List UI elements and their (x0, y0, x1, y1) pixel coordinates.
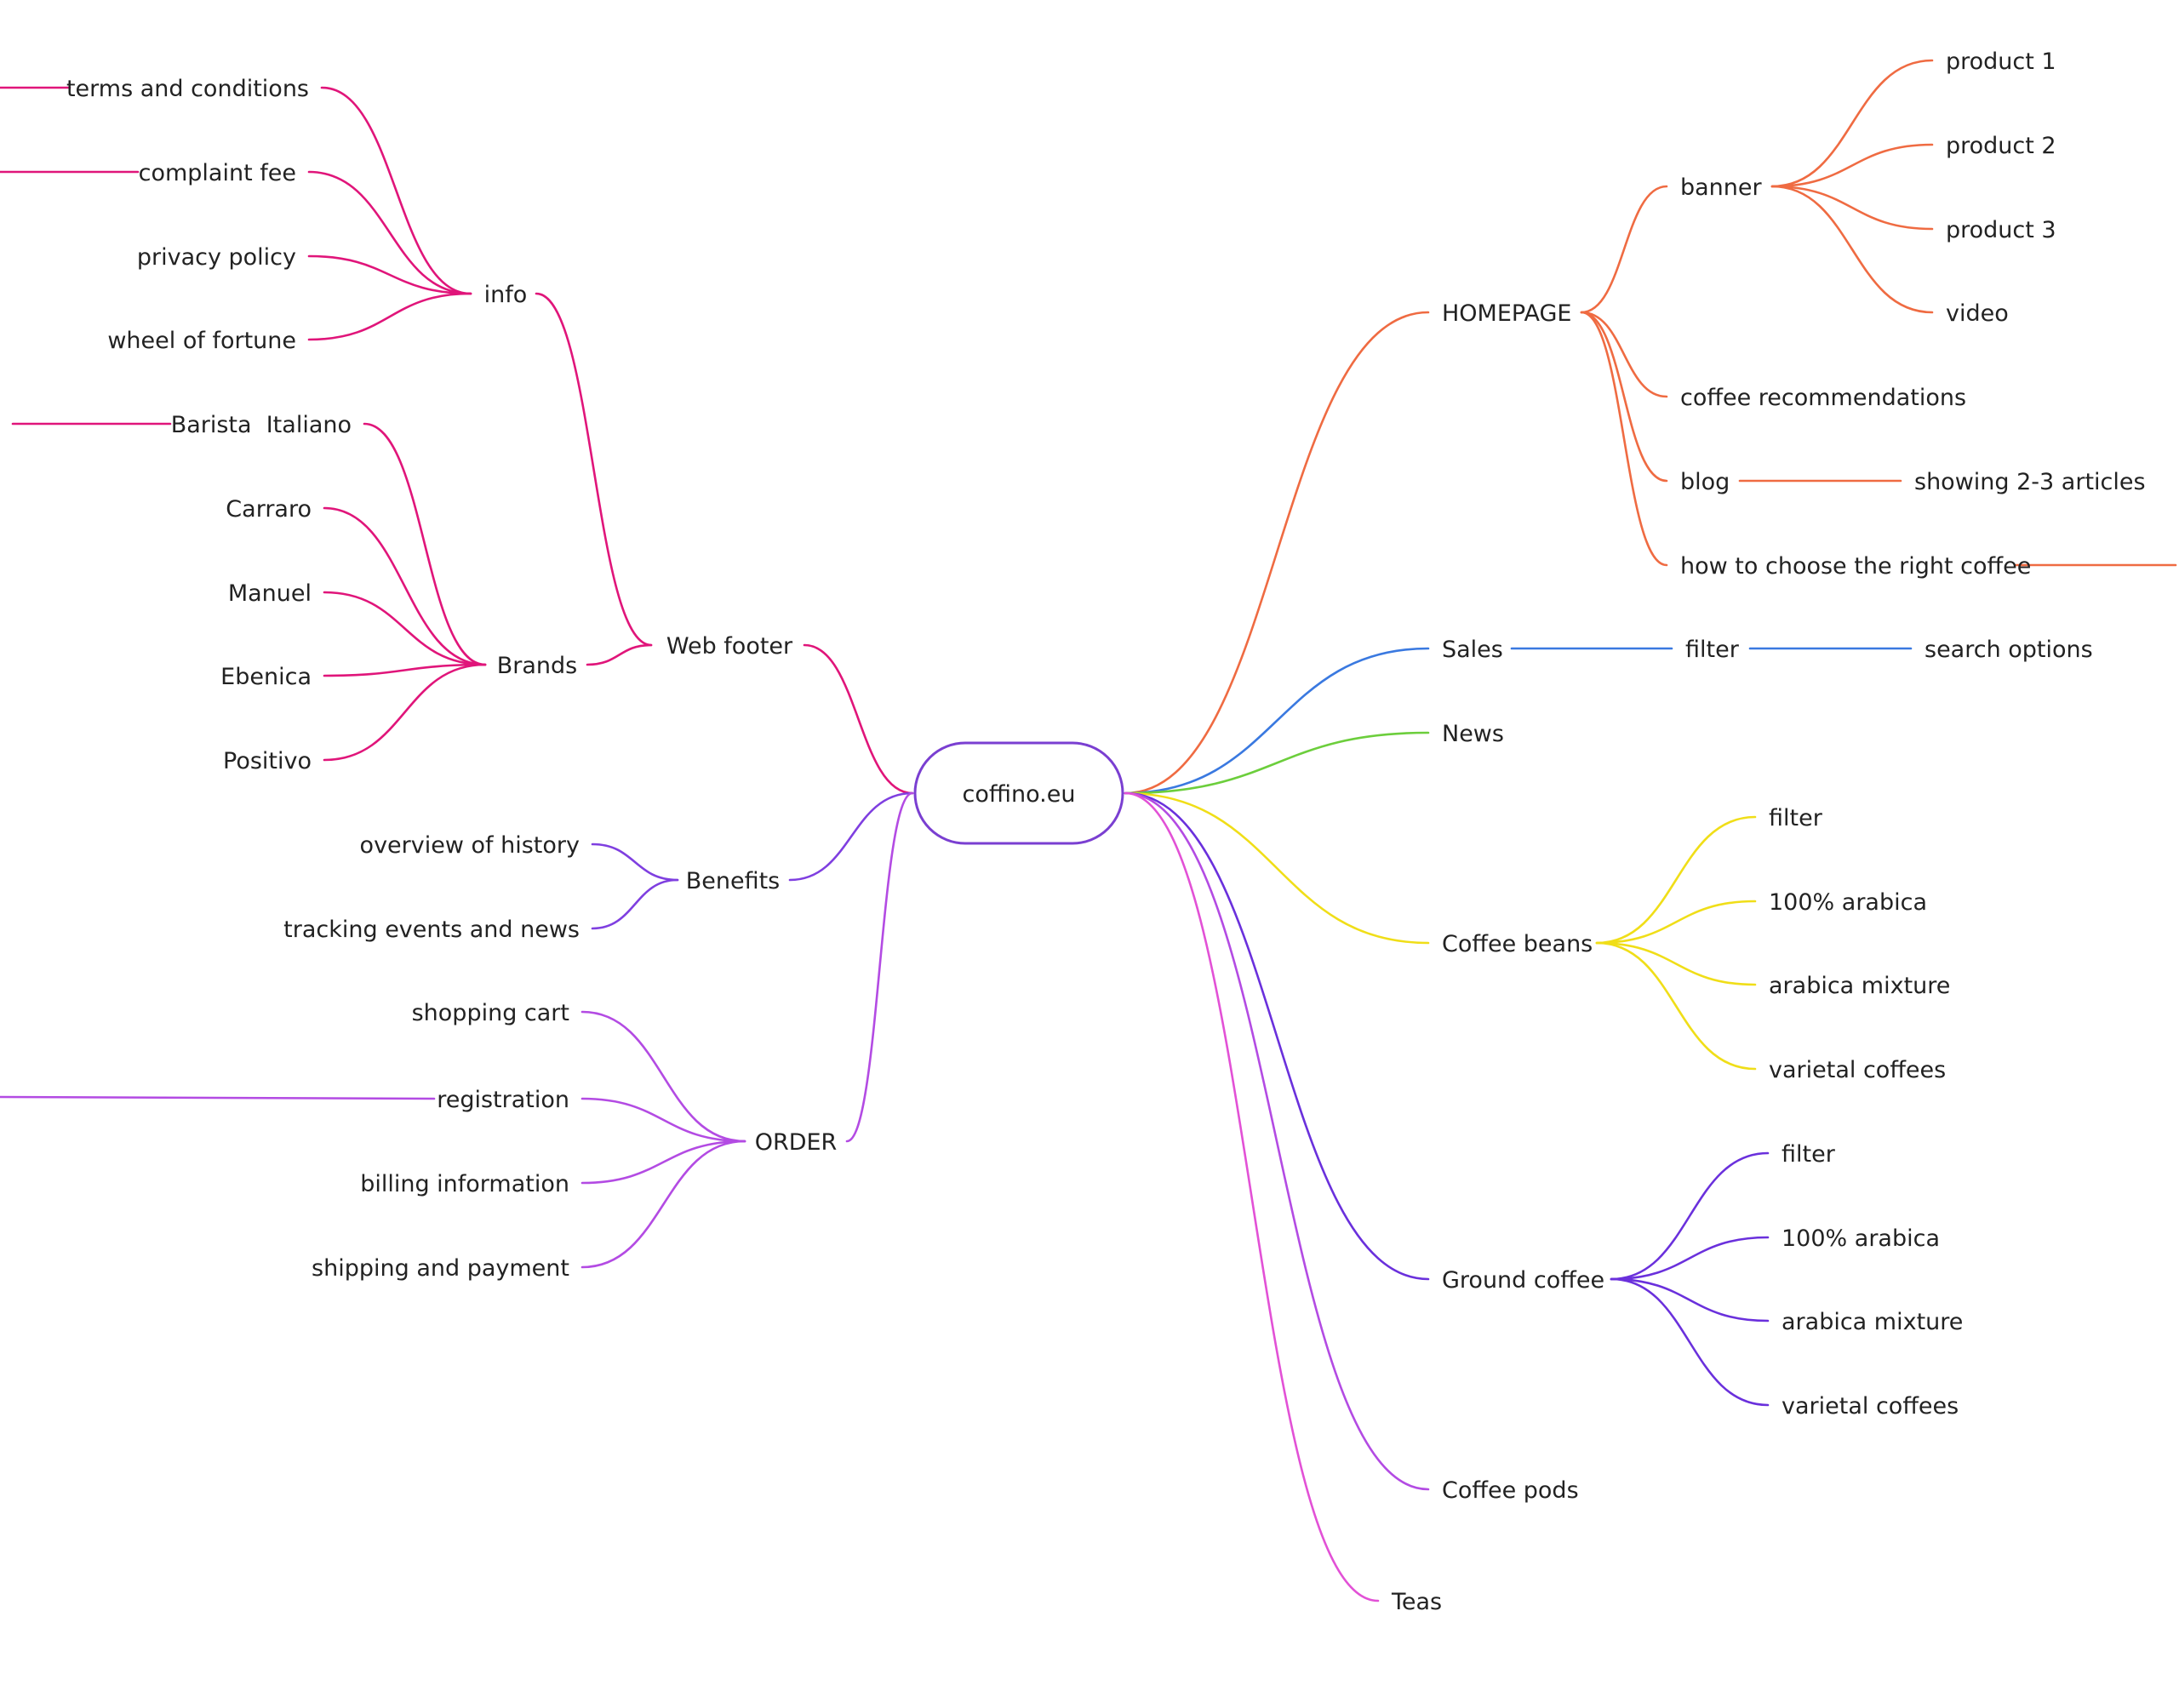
edge-beans-arabica (1595, 900, 1757, 945)
node-wheel[interactable]: wheel of fortune (107, 328, 296, 354)
edge-info-terms (320, 86, 472, 295)
edge-info-privacy (307, 254, 472, 295)
edge-root-ground (1124, 791, 1430, 1281)
edge-beans-varietal (1595, 941, 1757, 1071)
node-beans-filter[interactable]: filter (1769, 805, 1823, 831)
edge-brands-ebenica (323, 663, 487, 677)
node-pods[interactable]: Coffee pods (1442, 1477, 1579, 1504)
edge-ground-filter (1610, 1151, 1770, 1281)
node-benefits[interactable]: Benefits (686, 868, 781, 894)
edge-order-registration (580, 1097, 746, 1143)
node-blog[interactable]: blog (1680, 469, 1730, 495)
node-homepage[interactable]: HOMEPAGE (1442, 300, 1571, 327)
node-carraro[interactable]: Carraro (226, 496, 312, 523)
edge-homepage-recommend (1580, 311, 1668, 398)
node-ground-arabica[interactable]: 100% arabica (1782, 1225, 1940, 1252)
node-ground[interactable]: Ground coffee (1442, 1267, 1604, 1294)
node-product2[interactable]: product 2 (1946, 133, 2056, 159)
root-node[interactable]: coffino.eu (913, 741, 1124, 845)
edge-ground-varietal (1610, 1277, 1770, 1407)
node-privacy[interactable]: privacy policy (137, 244, 296, 271)
node-positivo[interactable]: Positivo (223, 748, 312, 774)
edge-order-billing (580, 1140, 746, 1185)
node-manuel[interactable]: Manuel (228, 580, 312, 607)
edge-banner-product2 (1770, 143, 1934, 188)
node-cart[interactable]: shopping cart (412, 1000, 569, 1026)
node-beans-arabica[interactable]: 100% arabica (1769, 889, 1927, 916)
node-web-footer[interactable]: Web footer (666, 633, 793, 660)
node-ground-varietal[interactable]: varietal coffees (1782, 1393, 1959, 1420)
edge-info-wheel (307, 292, 472, 341)
edge-root-beans (1124, 791, 1430, 945)
edge-beans-filter (1595, 815, 1757, 945)
node-registration[interactable]: registration (437, 1087, 569, 1113)
edge-registration-tail (0, 1095, 436, 1100)
node-banner[interactable]: banner (1680, 174, 1763, 201)
node-sales[interactable]: Sales (1442, 637, 1503, 663)
node-ebenica[interactable]: Ebenica (220, 664, 312, 690)
node-history[interactable]: overview of history (360, 832, 580, 859)
node-recommend[interactable]: coffee recommendations (1680, 385, 1966, 411)
edge-ground-mixture (1610, 1277, 1770, 1322)
edge-brands-manuel (323, 591, 487, 666)
edge-beans-mixture (1595, 941, 1757, 986)
edge-ground-arabica (1610, 1236, 1770, 1281)
node-terms[interactable]: terms and conditions (66, 76, 309, 102)
edge-root-benefits (788, 791, 914, 882)
node-product3[interactable]: product 3 (1946, 217, 2056, 243)
node-brands[interactable]: Brands (497, 653, 578, 679)
edge-root-order (845, 791, 914, 1143)
node-beans-varietal[interactable]: varietal coffees (1769, 1057, 1946, 1083)
node-info[interactable]: info (484, 282, 528, 308)
node-articles[interactable]: showing 2-3 articles (1914, 469, 2146, 495)
node-tracking[interactable]: tracking events and news (283, 917, 580, 943)
node-teas[interactable]: Teas (1391, 1589, 1442, 1615)
edge-banner-video (1770, 185, 1934, 314)
edge-root-sales (1124, 647, 1430, 795)
edge-root-pods (1124, 791, 1430, 1491)
edge-info-complaint (307, 170, 472, 295)
edge-root-homepage (1124, 311, 1430, 795)
node-news[interactable]: News (1442, 721, 1504, 747)
node-ground-mixture[interactable]: arabica mixture (1782, 1309, 1963, 1335)
edge-homepage-blog (1580, 311, 1668, 483)
edge-brands-barista (363, 422, 487, 666)
edge-order-cart (580, 1010, 746, 1143)
edge-root-news (1124, 731, 1430, 795)
root-node-shape (913, 741, 1124, 845)
node-howto[interactable]: how to choose the right coffee (1680, 553, 2031, 580)
node-video[interactable]: video (1946, 300, 2009, 327)
edge-footer-info (535, 292, 653, 647)
edge-footer-brands (586, 643, 653, 666)
node-complaint[interactable]: complaint fee (139, 160, 296, 186)
node-shipping[interactable]: shipping and payment (312, 1255, 569, 1282)
root-node-label: coffino.eu (963, 781, 1076, 808)
edge-brands-positivo (323, 663, 487, 762)
edge-order-shipping (580, 1140, 746, 1269)
edge-homepage-banner (1580, 185, 1668, 314)
edge-banner-product3 (1770, 185, 1934, 231)
node-product1[interactable]: product 1 (1946, 49, 2056, 75)
edge-root-web-footer (803, 643, 914, 795)
node-barista[interactable]: Barista Italiano (171, 412, 352, 438)
node-beans[interactable]: Coffee beans (1442, 931, 1593, 957)
node-order[interactable]: ORDER (755, 1129, 838, 1156)
node-ground-filter[interactable]: filter (1782, 1141, 1836, 1168)
node-beans-mixture[interactable]: arabica mixture (1769, 973, 1950, 999)
edges (0, 59, 2177, 1602)
node-sales-filter[interactable]: filter (1685, 637, 1740, 663)
edge-homepage-howto (1580, 311, 1668, 567)
labels: coffino.eu Web footer info terms and con… (66, 49, 2146, 1615)
edge-root-teas (1124, 791, 1380, 1602)
edge-benefits-tracking (591, 878, 679, 930)
node-search[interactable]: search options (1924, 637, 2093, 663)
edge-benefits-history (591, 843, 679, 882)
edge-brands-carraro (323, 506, 487, 666)
node-billing[interactable]: billing information (360, 1171, 569, 1197)
edge-banner-product1 (1770, 59, 1934, 188)
